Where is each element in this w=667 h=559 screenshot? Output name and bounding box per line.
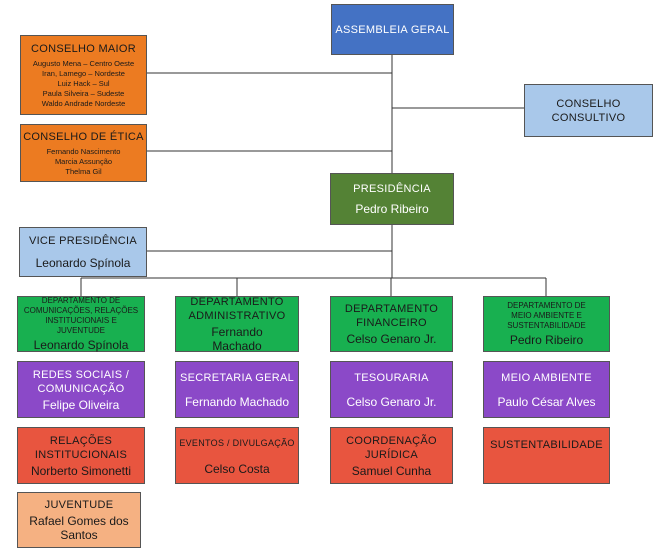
department-head: Fernando Machado [211,325,263,353]
unit-name: Paulo César Alves [497,394,596,409]
conselho-etica-title: CONSELHO DE ÉTICA [23,130,144,143]
unit-name: Rafael Gomes dos Santos [29,514,129,542]
unit-title: MEIO AMBIENTE [501,371,592,384]
conselho-consultivo-title: CONSELHO CONSULTIVO [551,97,626,124]
department-box: DEPARTAMENTO DE COMUNICAÇÕES, RELAÇÕES I… [17,296,145,352]
unit-name: Samuel Cunha [351,463,432,478]
presidencia-box: PRESIDÊNCIA Pedro Ribeiro [330,173,454,225]
unit-title: JUVENTUDE [44,499,114,511]
conselho-maior-title: CONSELHO MAIOR [30,42,137,55]
department-head: Leonardo Spínola [33,338,129,352]
unit-box: COORDENAÇÃO JURÍDICA Samuel Cunha [330,427,453,484]
department-title: DEPARTAMENTO DE COMUNICAÇÕES, RELAÇÕES I… [23,296,139,335]
unit-name: Felipe Oliveira [42,397,120,412]
unit-name: Celso Genaro Jr. [346,394,437,409]
conselho-maior-member: Luiz Hack – Sul [57,78,110,88]
unit-box: REDES SOCIAIS / COMUNICAÇÃO Felipe Olive… [17,361,145,418]
conselho-etica-member: Thelma Gil [65,166,102,176]
unit-name: Fernando Machado [184,394,290,409]
unit-title: TESOURARIA [354,371,429,384]
vice-name: Leonardo Spínola [35,256,131,270]
department-title: DEPARTAMENTO ADMINISTRATIVO [188,296,286,322]
assembleia-title: ASSEMBLEIA GERAL [335,23,450,36]
department-title: DEPARTAMENTO DE MEIO AMBIENTE E SUSTENTA… [507,301,586,330]
unit-title: COORDENAÇÃO JURÍDICA [346,434,437,461]
conselho-etica-member: Fernando Nascimento [46,146,121,156]
unit-title: REDES SOCIAIS / COMUNICAÇÃO [32,368,130,395]
presidencia-name: Pedro Ribeiro [355,202,429,216]
conselho-maior-member: Iran, Lamego – Nordeste [42,68,125,78]
unit-box: SECRETARIA GERAL Fernando Machado [175,361,299,418]
presidencia-title: PRESIDÊNCIA [353,183,431,195]
conselho-etica-box: CONSELHO DE ÉTICA Fernando Nascimento Ma… [20,124,147,182]
vice-presidencia-box: VICE PRESIDÊNCIA Leonardo Spínola [19,227,147,277]
conselho-maior-box: CONSELHO MAIOR Augusto Mena – Centro Oes… [20,35,147,115]
vice-title: VICE PRESIDÊNCIA [28,235,138,247]
unit-box: RELAÇÕES INSTITUCIONAIS Norberto Simonet… [17,427,145,484]
department-box: DEPARTAMENTO ADMINISTRATIVO Fernando Mac… [175,296,299,353]
department-box: DEPARTAMENTO FINANCEIRO Celso Genaro Jr. [330,296,453,352]
department-title: DEPARTAMENTO FINANCEIRO [344,303,439,329]
unit-name: Celso Costa [204,461,270,476]
unit-box: MEIO AMBIENTE Paulo César Alves [483,361,610,418]
unit-box: EVENTOS / DIVULGAÇÃO Celso Costa [175,427,299,484]
department-head: Celso Genaro Jr. [346,332,437,346]
conselho-maior-member: Paula Silveira – Sudeste [42,88,125,98]
conselho-maior-member: Waldo Andrade Nordeste [41,98,126,108]
unit-title: SUSTENTABILIDADE [490,439,603,451]
unit-box: SUSTENTABILIDADE [483,427,610,484]
conselho-maior-member: Augusto Mena – Centro Oeste [32,58,135,68]
unit-title: EVENTOS / DIVULGAÇÃO [179,437,295,448]
unit-box: TESOURARIA Celso Genaro Jr. [330,361,453,418]
unit-box: JUVENTUDE Rafael Gomes dos Santos [17,492,141,548]
department-box: DEPARTAMENTO DE MEIO AMBIENTE E SUSTENTA… [483,296,610,352]
conselho-consultivo-box: CONSELHO CONSULTIVO [524,84,653,137]
unit-name: Norberto Simonetti [30,463,132,478]
assembleia-geral-box: ASSEMBLEIA GERAL [331,4,454,55]
unit-title: RELAÇÕES INSTITUCIONAIS [34,434,128,461]
department-head: Pedro Ribeiro [509,333,584,347]
conselho-etica-member: Marcia Assunção [54,156,113,166]
unit-title: SECRETARIA GERAL [179,371,294,384]
